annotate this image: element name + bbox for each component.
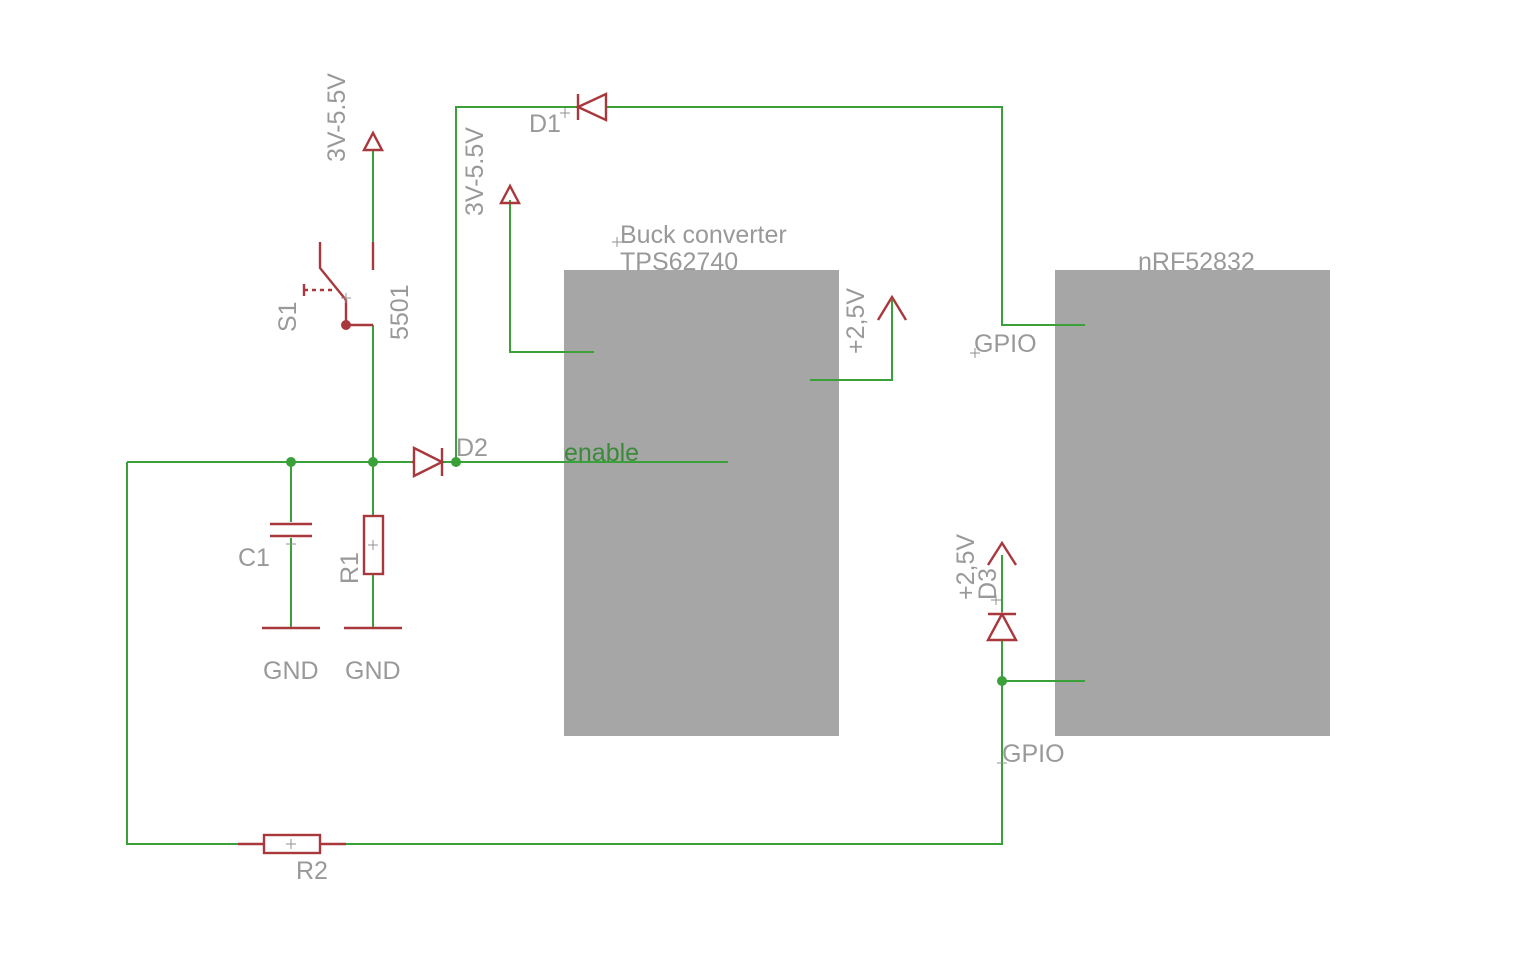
junction-r1 <box>368 457 378 467</box>
buck-part: TPS62740 <box>620 248 738 276</box>
nrf52832-block <box>1055 270 1330 736</box>
resistor-r2-ref: R2 <box>296 857 328 885</box>
capacitor-c1 <box>270 522 312 545</box>
diode-d3 <box>985 595 1019 642</box>
supply-label-buck-input: 3V-5.5V <box>461 127 489 216</box>
resistor-r1-ref: R1 <box>336 552 364 584</box>
gpio-label-2: GPIO <box>1002 740 1065 768</box>
supply-symbol-buck-output <box>876 294 908 321</box>
enable-label: enable <box>564 439 639 467</box>
resistor-r1 <box>362 514 385 576</box>
supply-label-main: 3V-5.5V <box>323 73 351 162</box>
supply-symbol-d3 <box>986 540 1018 566</box>
diode-d2-ref: D2 <box>456 434 488 462</box>
supply-symbol-main <box>362 130 384 152</box>
resistor-r2 <box>238 833 346 855</box>
junction-d2 <box>451 457 461 467</box>
wires <box>126 106 1085 845</box>
switch-value: 5501 <box>386 284 414 340</box>
junction-d3 <box>997 676 1007 686</box>
gpio1-origin-marker <box>970 348 980 358</box>
diode-d3-ref: D3 <box>974 568 1002 600</box>
capacitor-ref: C1 <box>238 544 270 572</box>
diode-d2 <box>412 446 445 478</box>
ground-label-r1: GND <box>345 657 401 685</box>
supply-label-d3: +2,5V <box>952 534 980 600</box>
diode-d1-ref: D1 <box>529 110 561 138</box>
switch-s1 <box>302 242 375 330</box>
buck-converter-block <box>564 270 839 736</box>
gpio-label-1: GPIO <box>974 330 1037 358</box>
mcu-part: nRF52832 <box>1138 248 1255 276</box>
switch-ref: S1 <box>274 301 302 332</box>
junction-c1 <box>286 457 296 467</box>
buck-title: Buck converter <box>620 221 787 249</box>
junctions <box>286 457 1007 686</box>
supply-label-buck-output: +2,5V <box>842 288 870 354</box>
ground-label-c1: GND <box>263 657 319 685</box>
diode-d1 <box>560 92 608 122</box>
supply-symbol-buck-input <box>499 183 521 205</box>
buck-origin-marker <box>612 237 622 247</box>
